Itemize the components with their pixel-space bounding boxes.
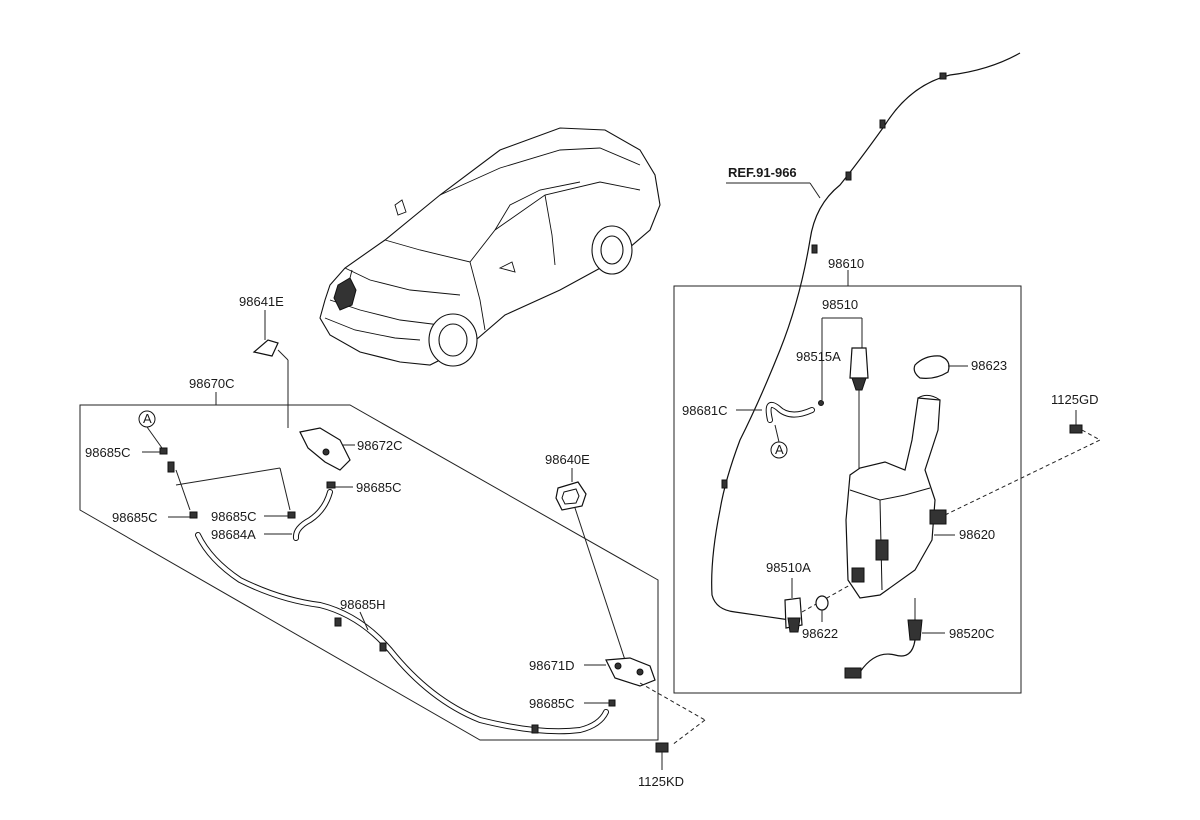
label-98520C: 98520C — [949, 626, 995, 641]
level-sensor-98520C — [907, 619, 923, 641]
label-98684A: 98684A — [211, 527, 256, 542]
marker-a-left: A — [143, 411, 152, 426]
grommet-98622 — [815, 595, 829, 611]
washer-pump-98510 — [849, 347, 869, 379]
label-98685C-c: 98685C — [112, 510, 158, 525]
label-98641E: 98641E — [239, 294, 284, 309]
label-98685C-b: 98685C — [356, 480, 402, 495]
label-98510A: 98510A — [766, 560, 811, 575]
label-98622: 98622 — [802, 626, 838, 641]
label-1125KD: 1125KD — [638, 774, 684, 789]
label-98623: 98623 — [971, 358, 1007, 373]
label-98610: 98610 — [828, 256, 864, 271]
label-98685C-a: 98685C — [85, 445, 131, 460]
label-98685C-d: 98685C — [211, 509, 257, 524]
label-98685C-e: 98685C — [529, 696, 575, 711]
label-98670C: 98670C — [189, 376, 235, 391]
headlamp-washer-frame — [79, 404, 659, 741]
label-98685H: 98685H — [340, 597, 386, 612]
nozzle-cap-98641E — [252, 339, 279, 357]
label-98681C: 98681C — [682, 403, 728, 418]
label-98620: 98620 — [959, 527, 995, 542]
reservoir-cap-98623 — [913, 355, 950, 379]
vehicle-illustration — [319, 127, 661, 367]
label-98672C: 98672C — [357, 438, 403, 453]
label-98515A: 98515A — [796, 349, 841, 364]
washer-reservoir-98620 — [845, 397, 941, 599]
ref-label: REF.91-966 — [728, 165, 797, 180]
marker-a-right: A — [775, 442, 784, 457]
nozzle-cover-98640E — [555, 481, 587, 511]
label-98640E: 98640E — [545, 452, 590, 467]
label-1125GD: 1125GD — [1051, 392, 1098, 407]
label-98510: 98510 — [822, 297, 858, 312]
label-98671D: 98671D — [529, 658, 575, 673]
washer-nozzle-98671D — [605, 657, 656, 687]
